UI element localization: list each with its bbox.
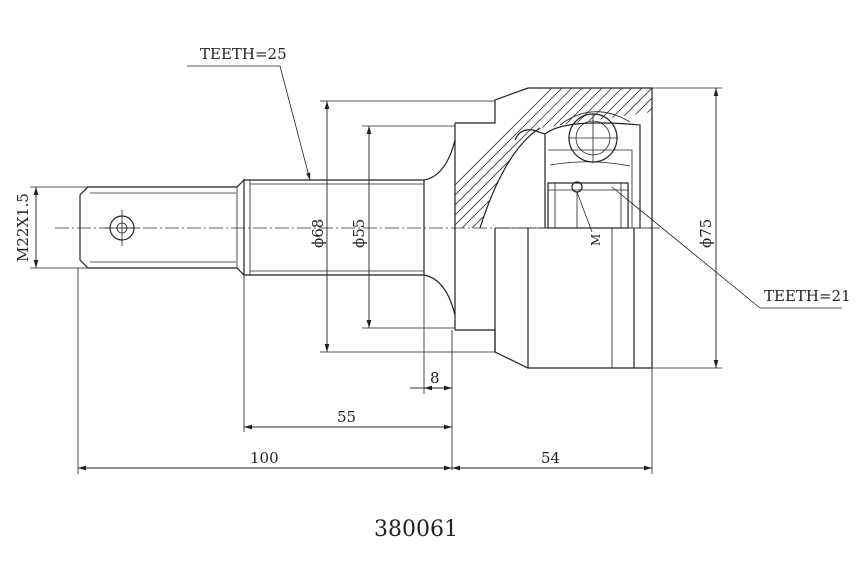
len-100-dimension: 100	[77, 268, 452, 474]
teeth-25-callout: TEETH=25	[187, 45, 311, 181]
cross-hole-icon	[104, 210, 140, 246]
dia-55-dimension: ϕ55	[350, 125, 455, 329]
m-marker-label: M	[589, 234, 603, 246]
dia-75-label: ϕ75	[697, 219, 715, 248]
inner-race-assembly	[514, 111, 641, 229]
teeth-25-label: TEETH=25	[200, 45, 287, 63]
threaded-end	[79, 178, 245, 277]
dia-75-dimension: ϕ75	[652, 87, 722, 369]
part-number: 380061	[374, 517, 458, 542]
len-55-label: 55	[337, 408, 356, 426]
len-8-label: 8	[430, 369, 440, 387]
len-8-dimension: 8	[410, 275, 453, 470]
len-54-dimension: 54	[452, 368, 653, 474]
dia-55-label: ϕ55	[350, 219, 368, 248]
splined-shaft	[244, 179, 425, 276]
len-55-dimension: 55	[243, 275, 452, 432]
teeth-21-callout: TEETH=21	[611, 186, 851, 309]
dia-68-dimension: ϕ68	[309, 100, 495, 353]
thread-label: M22X1.5	[14, 193, 32, 262]
len-100-label: 100	[250, 449, 279, 467]
thread-dimension: M22X1.5	[14, 186, 88, 269]
m-marker-callout: M	[576, 191, 603, 246]
section-hatching	[455, 88, 652, 228]
teeth-21-label: TEETH=21	[764, 287, 851, 305]
len-54-label: 54	[541, 449, 560, 467]
dia-68-label: ϕ68	[309, 219, 327, 248]
shaft-fillet	[423, 139, 456, 316]
